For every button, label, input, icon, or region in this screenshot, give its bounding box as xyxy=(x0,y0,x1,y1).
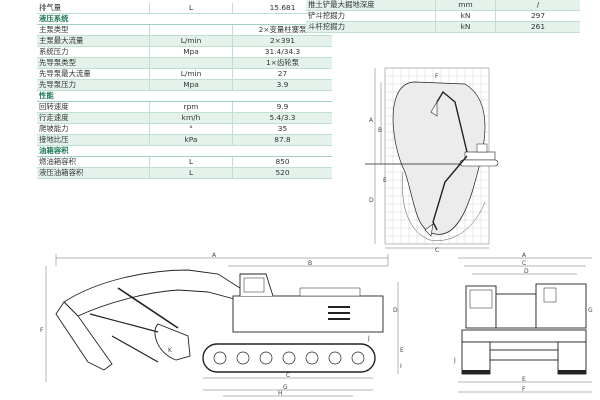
front-dim-c: C xyxy=(522,260,526,267)
side-dim-e: E xyxy=(400,347,404,354)
spec-value: 261 xyxy=(495,21,580,33)
spec-value: / xyxy=(495,0,580,11)
spec-label: 排气量 xyxy=(37,3,150,14)
spec-unit xyxy=(149,24,233,36)
side-dim-b: B xyxy=(308,260,312,267)
spec-unit: km/h xyxy=(149,112,233,124)
spec-label: 先导泵最大流量 xyxy=(37,68,150,80)
spec-label: 燃油箱容积 xyxy=(37,156,150,168)
section-header: 液压系统 xyxy=(37,13,332,25)
side-dim-d: D xyxy=(393,307,398,314)
spec-unit: mm xyxy=(435,0,496,11)
spec-label: 主泵类型 xyxy=(37,24,150,36)
spec-label: 爬坡能力 xyxy=(37,123,150,135)
spec-label: 主泵最大流量 xyxy=(37,35,150,47)
range-dim-e: E xyxy=(383,177,387,184)
front-dim-e: E xyxy=(522,376,526,383)
spec-value: 2×391 xyxy=(232,35,332,47)
spec-value: 31.4/34.3 xyxy=(232,46,332,58)
spec-row: 先导泵类型 1×齿轮泵 xyxy=(37,57,332,69)
spec-label: 液压油箱容积 xyxy=(37,167,150,179)
spec-unit: L xyxy=(149,3,233,14)
spec-value: 1×齿轮泵 xyxy=(232,57,332,69)
side-dim-g: G xyxy=(283,384,288,391)
spec-label: 系统压力 xyxy=(37,46,150,58)
spec-value: 2×变量柱塞泵 xyxy=(232,24,332,36)
section-header: 油箱容积 xyxy=(37,145,332,157)
range-dim-d: D xyxy=(369,197,374,204)
front-dim-j: J xyxy=(453,357,456,364)
range-dim-a: A xyxy=(369,117,374,124)
spec-label: 行走速度 xyxy=(37,112,150,124)
range-dim-f: F xyxy=(435,73,439,80)
spec-unit: kN xyxy=(435,10,496,22)
spec-value: 15.681 xyxy=(232,3,332,14)
spec-label: 回转速度 xyxy=(37,101,150,113)
spec-unit: rpm xyxy=(149,101,233,113)
section-title: 油箱容积 xyxy=(37,145,332,157)
side-dim-c: C xyxy=(286,372,290,379)
side-dim-k: K xyxy=(168,347,173,354)
section-title: 液压系统 xyxy=(37,13,332,25)
spec-label: 铲斗挖掘力 xyxy=(306,10,436,22)
front-dim-g: G xyxy=(588,307,593,314)
spec-unit: L/min xyxy=(149,68,233,80)
front-dim-a: A xyxy=(522,252,527,259)
section-title: 性能 xyxy=(37,90,332,102)
spec-unit: kPa xyxy=(149,134,233,146)
spec-value: 850 xyxy=(232,156,332,168)
spec-value: 9.9 xyxy=(232,101,332,113)
side-dim-i: I xyxy=(400,363,402,370)
spec-label: 先导泵类型 xyxy=(37,57,150,69)
section-header: 性能 xyxy=(37,90,332,102)
spec-value: 27 xyxy=(232,68,332,80)
spec-label: 接地比压 xyxy=(37,134,150,146)
spec-unit xyxy=(149,57,233,69)
spec-unit: ° xyxy=(149,123,233,135)
spec-row: 爬坡能力°35 xyxy=(37,123,332,135)
range-dim-c: C xyxy=(435,247,439,252)
spec-value: 87.8 xyxy=(232,134,332,146)
side-dim-j: J xyxy=(367,335,370,342)
side-dim-a: A xyxy=(212,252,217,259)
side-dim-h: H xyxy=(278,390,283,397)
spec-label: 推土铲最大掘地深度 xyxy=(306,0,436,11)
front-dim-f: F xyxy=(522,386,526,393)
spec-unit: kN xyxy=(435,21,496,33)
spec-unit: L xyxy=(149,167,233,179)
spec-label: 斗杆挖掘力 xyxy=(306,21,436,33)
side-dim-f: F xyxy=(40,327,44,334)
spec-unit: Mpa xyxy=(149,46,233,58)
spec-label: 先导泵压力 xyxy=(37,79,150,91)
spec-row: 主泵类型 2×变量柱塞泵 xyxy=(37,24,332,36)
spec-value: 5.4/3.3 xyxy=(232,112,332,124)
range-dim-b: B xyxy=(378,127,382,134)
front-dim-d: D xyxy=(524,268,529,275)
spec-value: 520 xyxy=(232,167,332,179)
spec-value: 297 xyxy=(495,10,580,22)
spec-unit: L xyxy=(149,156,233,168)
spec-value: 3.9 xyxy=(232,79,332,91)
spec-unit: Mpa xyxy=(149,79,233,91)
spec-value: 35 xyxy=(232,123,332,135)
spec-unit: L/min xyxy=(149,35,233,47)
